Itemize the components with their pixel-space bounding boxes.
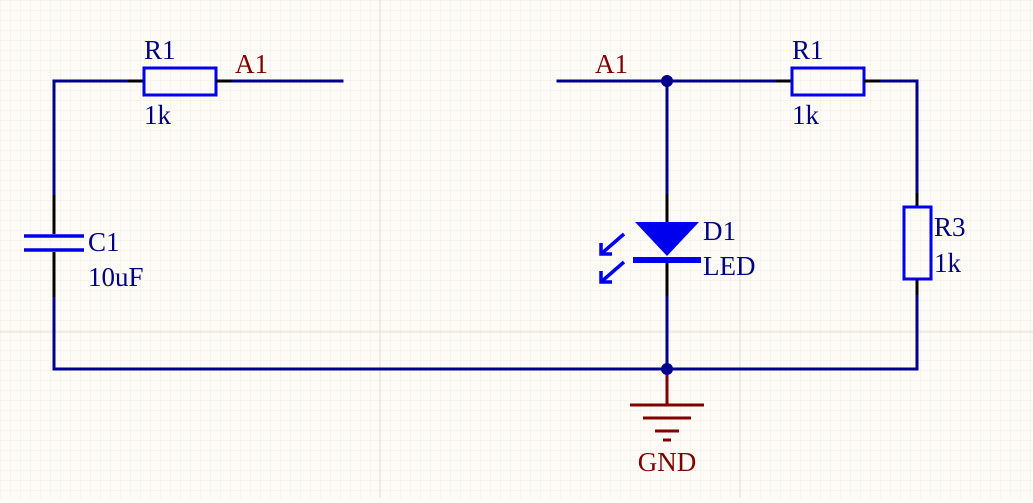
resistor-r1-right[interactable] <box>776 66 880 97</box>
c1-value: 10uF <box>88 262 144 292</box>
c1-designator: C1 <box>88 227 120 257</box>
right-circuit: A1 R1 1k D1 LED R3 1k <box>556 35 966 477</box>
ground-symbol-icon[interactable] <box>630 375 704 442</box>
resistor-r1-left[interactable] <box>128 66 232 97</box>
r1-right-designator: R1 <box>792 35 824 65</box>
gnd-label: GND <box>638 447 697 477</box>
r1-left-designator: R1 <box>144 35 176 65</box>
r3-value: 1k <box>934 248 962 278</box>
r1-right-value: 1k <box>792 100 820 130</box>
d1-designator: D1 <box>703 216 736 246</box>
junction-dot-top <box>661 75 673 87</box>
led-diode-icon <box>635 222 699 256</box>
r3-designator: R3 <box>934 212 966 242</box>
resistor-r3[interactable] <box>902 193 933 295</box>
led-d1[interactable] <box>599 194 701 296</box>
r1-left-value: 1k <box>144 100 172 130</box>
capacitor-c1[interactable] <box>24 195 84 297</box>
d1-value: LED <box>703 251 755 281</box>
right-wires[interactable] <box>556 79 919 371</box>
net-label-a1-right[interactable]: A1 <box>595 49 628 79</box>
left-circuit: R1 1k A1 C1 10uF <box>24 35 669 371</box>
left-wires[interactable] <box>52 79 669 371</box>
led-emission-arrows-icon <box>599 232 626 284</box>
net-label-a1-left[interactable]: A1 <box>235 49 268 79</box>
junction-dot-bottom <box>661 363 673 375</box>
